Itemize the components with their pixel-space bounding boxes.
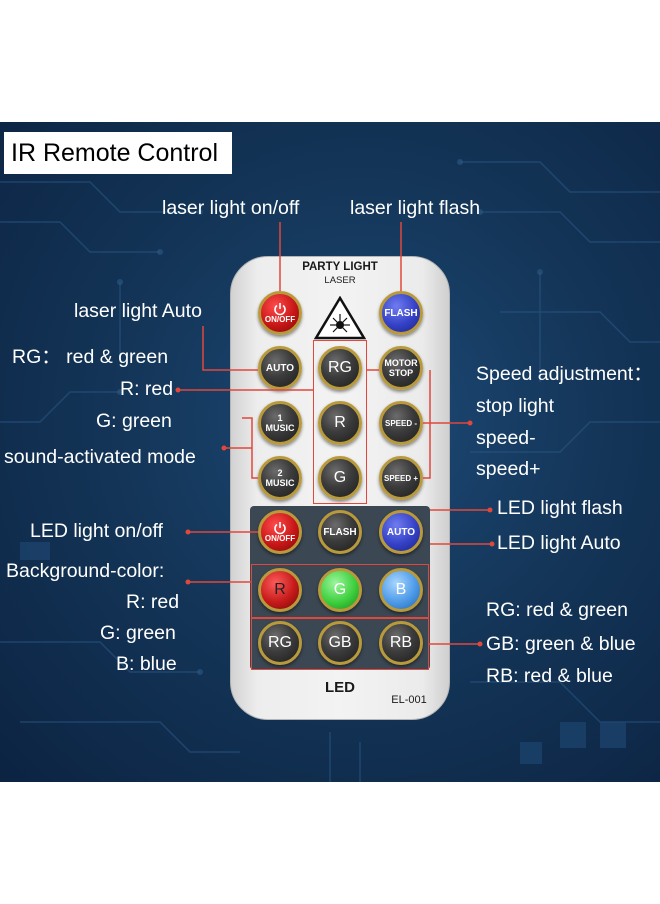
led-rb-button[interactable]: RB bbox=[379, 621, 423, 665]
label-led-auto: LED light Auto bbox=[497, 532, 621, 554]
remote-subheader: LASER bbox=[324, 275, 356, 286]
label-laser-flash: laser light flash bbox=[350, 197, 481, 219]
rgb-laser-group-box bbox=[313, 340, 367, 504]
label-bg-title: Background-color: bbox=[6, 560, 165, 582]
product-image: IR Remote Control PARTY LIGHT LASER ON/O… bbox=[0, 122, 660, 782]
led-mix-group-box bbox=[251, 618, 429, 670]
laser-g-button[interactable]: G bbox=[318, 456, 362, 500]
label-bg-r: R: red bbox=[126, 591, 180, 613]
led-label: LED bbox=[325, 679, 355, 696]
led-b-button[interactable]: B bbox=[379, 568, 423, 612]
label-speed-title: Speed adjustment： bbox=[476, 363, 653, 385]
led-auto-button[interactable]: AUTO bbox=[379, 510, 423, 554]
speed-minus-button[interactable]: SPEED - bbox=[379, 401, 423, 445]
label-speed-plus: speed+ bbox=[476, 458, 541, 480]
page-title: IR Remote Control bbox=[4, 132, 232, 174]
laser-power-button[interactable]: ON/OFF bbox=[258, 291, 302, 335]
laser-flash-button[interactable]: FLASH bbox=[379, 291, 423, 335]
led-power-button[interactable]: ON/OFF bbox=[258, 510, 302, 554]
led-color-group-box bbox=[251, 564, 429, 618]
label-bg-g: G: green bbox=[100, 622, 176, 644]
label-r: R: red bbox=[120, 378, 174, 400]
label-bg-b: B: blue bbox=[116, 653, 177, 675]
label-stop-light: stop light bbox=[476, 395, 555, 417]
label-mix-rg: RG: red & green bbox=[486, 599, 628, 621]
label-sound-mode: sound-activated mode bbox=[4, 446, 196, 468]
remote-header: PARTY LIGHT bbox=[302, 261, 378, 273]
label-g: G: green bbox=[96, 410, 172, 432]
led-r-button[interactable]: R bbox=[258, 568, 302, 612]
led-g-button[interactable]: G bbox=[318, 568, 362, 612]
laser-r-button[interactable]: R bbox=[318, 401, 362, 445]
laser-rg-button[interactable]: RG bbox=[318, 346, 362, 390]
power-icon bbox=[274, 522, 286, 535]
circuit-background bbox=[0, 159, 660, 782]
label-led-flash: LED light flash bbox=[497, 497, 623, 519]
laser-warning-icon bbox=[314, 296, 366, 340]
led-rg-button[interactable]: RG bbox=[258, 621, 302, 665]
model-number: EL-001 bbox=[391, 694, 427, 706]
label-speed-minus: speed- bbox=[476, 427, 536, 449]
label-led-onoff: LED light on/off bbox=[30, 520, 163, 542]
laser-auto-button[interactable]: AUTO bbox=[258, 346, 302, 390]
led-gb-button[interactable]: GB bbox=[318, 621, 362, 665]
led-flash-button[interactable]: FLASH bbox=[318, 510, 362, 554]
label-laser-onoff: laser light on/off bbox=[162, 197, 300, 219]
label-mix-rb: RB: red & blue bbox=[486, 665, 613, 687]
label-laser-auto: laser light Auto bbox=[74, 300, 202, 322]
power-icon bbox=[274, 303, 286, 316]
label-mix-gb: GB: green & blue bbox=[486, 633, 636, 655]
label-rg: RG： red & green bbox=[12, 346, 169, 368]
speed-plus-button[interactable]: SPEED + bbox=[379, 456, 423, 500]
